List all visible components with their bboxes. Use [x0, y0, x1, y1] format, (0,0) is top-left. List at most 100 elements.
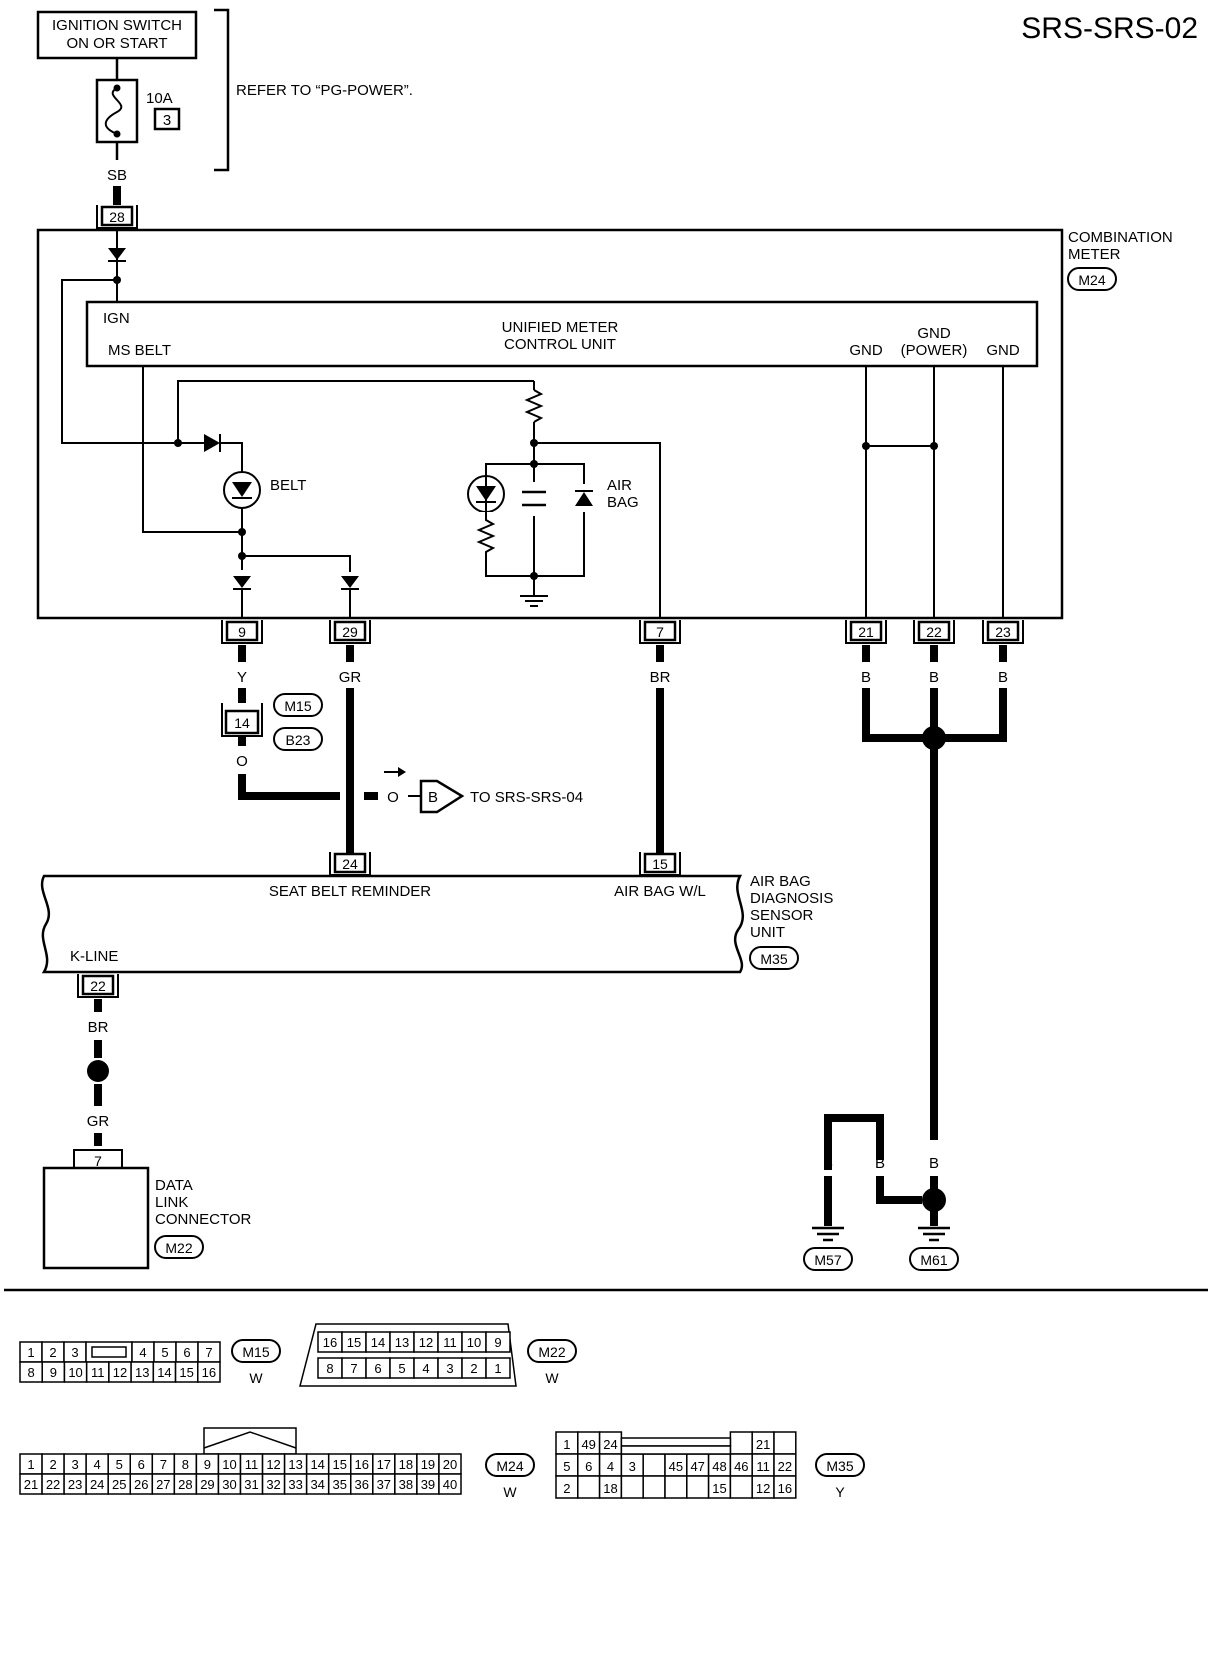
m15-pin-7: 7 — [205, 1345, 212, 1360]
kline-wire-br: BR — [88, 1019, 109, 1036]
svg-text:22: 22 — [90, 978, 106, 994]
pin-24: 24 — [329, 852, 371, 876]
m24-pin-29: 29 — [200, 1477, 214, 1492]
m24-pin-26: 26 — [134, 1477, 148, 1492]
svg-text:M15: M15 — [284, 698, 311, 714]
m15-pin-11: 11 — [91, 1365, 105, 1380]
m15-pin-6: 6 — [183, 1345, 190, 1360]
ignition-switch: IGNITION SWITCH ON OR START — [36, 10, 198, 60]
m22-pin-4: 4 — [422, 1361, 429, 1376]
ground-wire-b-mid: B — [875, 1155, 885, 1172]
pin-22: 22 — [913, 620, 955, 644]
connector-color-m24: W — [503, 1484, 517, 1500]
svg-text:29: 29 — [342, 624, 358, 640]
m24-pin-39: 39 — [421, 1477, 435, 1492]
m24-pin-2: 2 — [49, 1457, 56, 1472]
m24-pin-3: 3 — [72, 1457, 79, 1472]
connector-name-m15: M15 — [242, 1344, 269, 1360]
m15-pin-14: 14 — [157, 1365, 171, 1380]
fuse — [95, 78, 139, 144]
m22-pin-1: 1 — [494, 1361, 501, 1376]
unified-meter-control-unit — [85, 300, 1039, 368]
unit-label-line2: CONTROL UNIT — [504, 336, 616, 353]
m24-pin-13: 13 — [288, 1457, 302, 1472]
dlc-pin-7: 7 — [94, 1153, 102, 1169]
m35-pin-6: 6 — [585, 1459, 592, 1474]
m35-pin-46: 46 — [734, 1459, 748, 1474]
m24-pin-24: 24 — [90, 1477, 104, 1492]
m22-pin-7: 7 — [350, 1361, 357, 1376]
m22-pin-14: 14 — [371, 1335, 385, 1350]
seat-belt-reminder-label: SEAT BELT REMINDER — [269, 883, 431, 900]
offpage-connector-b: B — [419, 779, 465, 814]
connector-oval-m22: M22 — [154, 1235, 204, 1259]
gnd-power-label-line1: GND — [917, 325, 951, 342]
gnd-left-label: GND — [849, 342, 883, 359]
pin-7: 7 — [639, 620, 681, 644]
connector-oval-m24: M24 — [1067, 267, 1117, 291]
airbag-label-line1: AIR — [607, 477, 632, 494]
pin-28: 28 — [96, 205, 138, 229]
m15-pin-15: 15 — [179, 1365, 193, 1380]
m22-pin-11: 11 — [443, 1335, 457, 1350]
m24-pin-1: 1 — [27, 1457, 34, 1472]
m22-pin-3: 3 — [446, 1361, 453, 1376]
m24-pin-30: 30 — [222, 1477, 236, 1492]
joint-connector-14: 14 — [221, 703, 263, 737]
m24-pin-15: 15 — [332, 1457, 346, 1472]
dlc-label-line1: DATA — [155, 1177, 193, 1194]
m22-pin-2: 2 — [470, 1361, 477, 1376]
pin-9: 9 — [221, 620, 263, 644]
page-id: SRS-SRS-02 — [1021, 12, 1198, 45]
belt-label: BELT — [270, 477, 306, 494]
svg-text:M57: M57 — [814, 1252, 841, 1268]
fuse-number: 3 — [163, 112, 171, 129]
airbag-unit-label-line4: UNIT — [750, 924, 785, 941]
ground-symbol-m61 — [918, 1226, 950, 1242]
m24-pin-40: 40 — [443, 1477, 457, 1492]
connector-oval-m35: M35 — [749, 946, 799, 970]
m15-pin-4: 4 — [139, 1345, 146, 1360]
m24-pin-23: 23 — [68, 1477, 82, 1492]
m24-pin-27: 27 — [156, 1477, 170, 1492]
svg-text:14: 14 — [234, 715, 250, 731]
m24-pin-31: 31 — [244, 1477, 258, 1492]
m24-pin-16: 16 — [355, 1457, 369, 1472]
svg-text:9: 9 — [238, 624, 246, 640]
m24-pin-33: 33 — [288, 1477, 302, 1492]
connector-color-m15: W — [249, 1370, 263, 1386]
svg-text:23: 23 — [995, 624, 1011, 640]
m24-pin-37: 37 — [377, 1477, 391, 1492]
ignition-label-line1: IGNITION SWITCH — [52, 17, 182, 34]
m24-pin-11: 11 — [245, 1457, 259, 1472]
m35-pin-24: 24 — [603, 1437, 617, 1452]
m15-pin-10: 10 — [68, 1365, 82, 1380]
m24-pin-14: 14 — [310, 1457, 324, 1472]
m24-pin-10: 10 — [222, 1457, 236, 1472]
dlc-label-line2: LINK — [155, 1194, 188, 1211]
m15-pin-1: 1 — [27, 1345, 34, 1360]
offpage-label: TO SRS-SRS-04 — [470, 789, 583, 806]
svg-text:21: 21 — [858, 624, 874, 640]
m22-pin-9: 9 — [494, 1335, 501, 1350]
m35-pin-12: 12 — [756, 1481, 770, 1496]
connector-oval-b23: B23 — [273, 727, 323, 751]
wire-b-21: B — [861, 669, 871, 686]
fuse-amp: 10A — [146, 90, 173, 107]
pin-23: 23 — [982, 620, 1024, 644]
m35-pin-3: 3 — [629, 1459, 636, 1474]
m24-pin-19: 19 — [421, 1457, 435, 1472]
gnd-right-label: GND — [986, 342, 1020, 359]
m24-pin-8: 8 — [182, 1457, 189, 1472]
m24-pin-6: 6 — [138, 1457, 145, 1472]
m24-pin-7: 7 — [160, 1457, 167, 1472]
m35-pin-48: 48 — [712, 1459, 726, 1474]
wire-b-22: B — [929, 669, 939, 686]
connector-oval-m15: M15 — [273, 693, 323, 717]
ignition-label-line2: ON OR START — [66, 35, 167, 52]
m35-pin-4: 4 — [607, 1459, 614, 1474]
combination-meter-label-line1: COMBINATION — [1068, 229, 1173, 246]
